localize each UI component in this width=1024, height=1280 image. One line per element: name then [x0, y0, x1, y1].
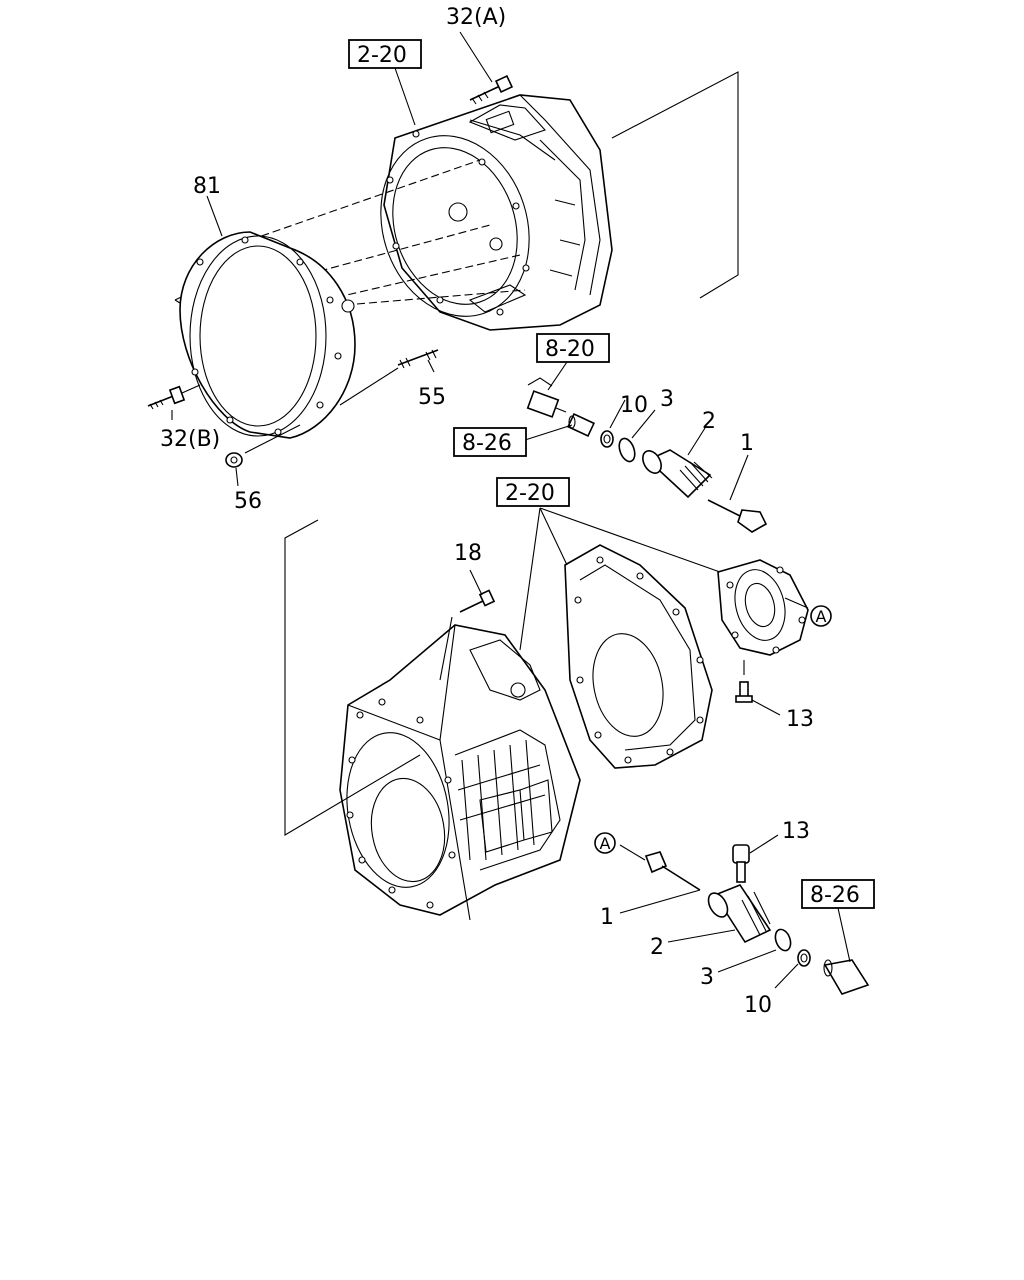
- part-number-1-lower: 1: [600, 905, 614, 930]
- ref-label-8-26-lower: 8-26: [810, 883, 860, 908]
- bolt-13-lower: [732, 844, 750, 883]
- part-number-2-lower: 2: [650, 935, 664, 960]
- part-number-3-lower: 3: [700, 965, 714, 990]
- ref-box-8-26-top: [453, 427, 527, 457]
- part-number-18: 18: [454, 541, 482, 566]
- o-ring-3-top: [618, 437, 636, 463]
- bolt-13-mid: [735, 660, 753, 703]
- part-number-81: 81: [193, 174, 221, 199]
- part-number-10-lower: 10: [744, 993, 772, 1018]
- bolt-32b: [147, 384, 201, 410]
- assembly-bracket-line-lower: [284, 519, 421, 836]
- o-ring-3-lower: [774, 928, 792, 952]
- nut-56: [225, 424, 301, 468]
- callout-circle-a-lower: [594, 832, 616, 854]
- part-number-55: 55: [418, 385, 446, 410]
- ref-box-2-20-mid: [496, 477, 570, 507]
- stud-55: [339, 349, 439, 406]
- switch-8-20: [526, 377, 567, 418]
- leaders-lower: [469, 507, 851, 989]
- bolt-18: [439, 589, 496, 681]
- bushing-10-top: [600, 430, 614, 448]
- flywheel-housing-ring-81: [179, 231, 356, 439]
- part-number-32a: 32(A): [446, 5, 506, 30]
- callout-a-right: A: [816, 607, 827, 626]
- leaders-upper: [171, 31, 749, 501]
- bolt-32a: [469, 74, 514, 105]
- sensor-8-26-top: [567, 412, 595, 438]
- callout-a-lower: A: [600, 834, 611, 853]
- ref-label-2-20-mid: 2-20: [505, 481, 555, 506]
- bearing-retainer: [717, 559, 809, 656]
- ref-label-8-26-top: 8-26: [462, 431, 512, 456]
- part-number-1-top: 1: [740, 431, 754, 456]
- assembly-bracket-line-top: [611, 71, 739, 299]
- ref-box-8-26-lower: [801, 879, 875, 909]
- part-number-10-top: 10: [620, 393, 648, 418]
- cover-plate-2-20: [564, 544, 713, 769]
- sensor-8-26-lower: [823, 959, 870, 995]
- sleeve-2-lower: [707, 884, 772, 944]
- part-number-56: 56: [234, 489, 262, 514]
- part-number-32b: 32(B): [160, 427, 220, 452]
- sleeve-2-top: [642, 449, 713, 499]
- part-number-2-top: 2: [702, 409, 716, 434]
- callout-circle-a-right: [810, 605, 832, 627]
- transmission-case-2-20: [339, 624, 581, 921]
- clutch-housing-2-20: [380, 94, 613, 331]
- part-number-3-top: 3: [660, 387, 674, 412]
- ref-box-8-20: [536, 333, 610, 363]
- shaft-1-top: [707, 499, 768, 533]
- part-number-13-mid: 13: [786, 707, 814, 732]
- shaft-1-lower: [644, 851, 701, 891]
- ref-label-2-20-top: 2-20: [357, 43, 407, 68]
- ref-label-8-20: 8-20: [545, 337, 595, 362]
- ref-box-2-20-top: [348, 39, 422, 69]
- bushing-10-lower: [797, 949, 811, 967]
- part-number-13-lower: 13: [782, 819, 810, 844]
